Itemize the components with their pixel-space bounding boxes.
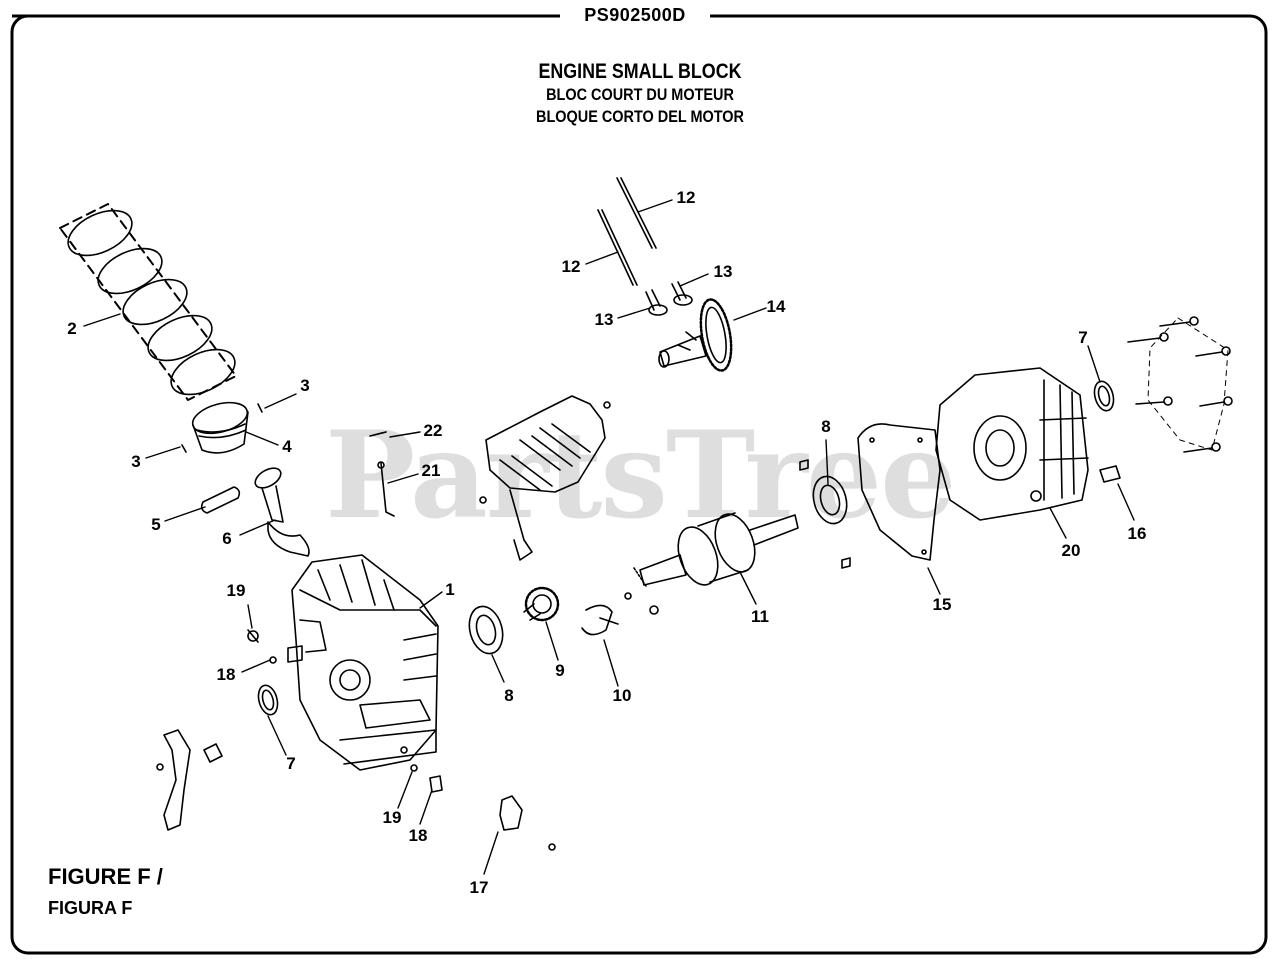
callout-8-right[interactable]: 8 <box>821 417 831 436</box>
callout-8-left[interactable]: 8 <box>504 686 514 705</box>
piston <box>191 401 249 454</box>
oil-sensor <box>1099 465 1121 483</box>
governor-shaft <box>581 592 659 636</box>
callout-9[interactable]: 9 <box>555 661 565 680</box>
callout-3-left[interactable]: 3 <box>131 452 141 471</box>
title-spanish: BLOQUE CORTO DEL MOTOR <box>536 107 744 126</box>
sensor-bracket <box>499 795 556 851</box>
callout-10[interactable]: 10 <box>612 686 632 705</box>
callout-7-left[interactable]: 7 <box>286 754 296 773</box>
callout-6[interactable]: 6 <box>222 529 232 548</box>
diagram-title-block: ENGINE SMALL BLOCK BLOC COURT DU MOTEUR … <box>440 60 840 128</box>
callout-18-left[interactable]: 18 <box>216 665 236 684</box>
dowel-pins <box>799 459 851 569</box>
callout-15[interactable]: 15 <box>932 595 952 614</box>
callout-18-bottom[interactable]: 18 <box>408 826 428 845</box>
callout-19-bottom[interactable]: 19 <box>382 808 402 827</box>
leader-lines <box>83 199 1135 875</box>
block-fasteners <box>247 629 443 793</box>
engine-block <box>287 554 439 771</box>
callout-12-top[interactable]: 12 <box>676 188 696 207</box>
callout-16[interactable]: 16 <box>1127 524 1147 543</box>
callout-12-lower[interactable]: 12 <box>561 257 581 276</box>
callout-13-left[interactable]: 13 <box>594 310 614 329</box>
crankcase-gasket <box>857 423 941 561</box>
bearing-right <box>812 475 848 525</box>
piston-pin <box>200 486 241 514</box>
callout-4[interactable]: 4 <box>282 437 292 456</box>
watermark: PartsTree <box>325 405 956 546</box>
governor-gear <box>523 586 560 622</box>
figure-label-spanish: FIGURA F <box>48 898 133 918</box>
callout-2[interactable]: 2 <box>67 319 77 338</box>
callout-5[interactable]: 5 <box>151 515 161 534</box>
title-english: ENGINE SMALL BLOCK <box>538 60 742 83</box>
model-number-header: PS902500D <box>560 5 710 26</box>
cover-bolts <box>1127 316 1233 453</box>
crankshaft <box>633 512 799 587</box>
piston-pin-clips <box>181 403 263 453</box>
callout-7-right[interactable]: 7 <box>1078 328 1088 347</box>
callout-17[interactable]: 17 <box>469 878 489 897</box>
crankcase-cover <box>935 367 1089 521</box>
callout-22[interactable]: 22 <box>423 421 443 440</box>
callout-20[interactable]: 20 <box>1061 541 1081 560</box>
title-french: BLOC COURT DU MOTEUR <box>546 85 734 104</box>
push-rods <box>597 177 657 286</box>
callout-3-right[interactable]: 3 <box>300 376 310 395</box>
bearing-left <box>468 605 504 655</box>
piston-rings <box>59 203 237 401</box>
oil-seal-right <box>1093 380 1115 412</box>
oil-seal-left <box>257 684 279 716</box>
callout-21[interactable]: 21 <box>421 461 441 480</box>
tappets <box>645 281 693 316</box>
figure-label: FIGURE F / <box>48 864 163 889</box>
callout-19-left[interactable]: 19 <box>226 581 246 600</box>
connecting-rod <box>254 467 310 557</box>
governor-arm <box>156 729 223 831</box>
camshaft <box>658 298 733 372</box>
callout-11[interactable]: 11 <box>751 607 769 626</box>
callout-1[interactable]: 1 <box>445 580 455 599</box>
callout-13-right[interactable]: 13 <box>713 262 733 281</box>
dipper-parts <box>369 431 395 517</box>
breather-cover <box>479 395 611 561</box>
callout-14[interactable]: 14 <box>766 297 786 316</box>
